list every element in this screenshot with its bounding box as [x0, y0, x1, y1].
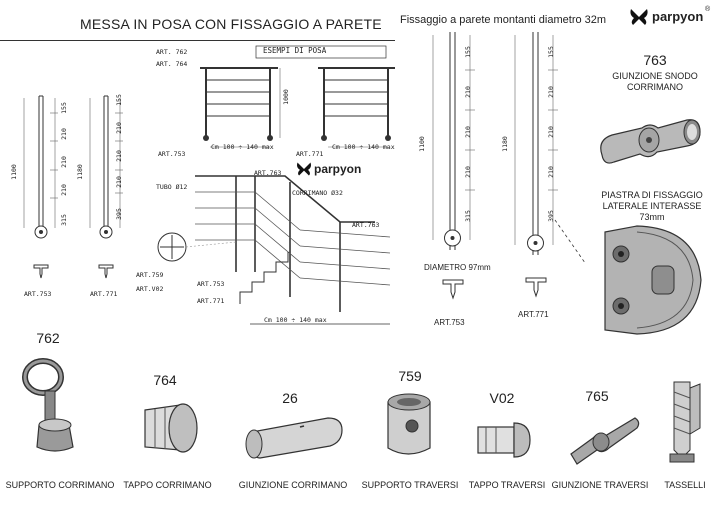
part-765-number: 765 [585, 388, 609, 404]
post-a-seg-2: 210 [59, 128, 68, 140]
part-762-number: 762 [36, 330, 60, 346]
post-a-seg-5: 315 [59, 214, 68, 226]
part-764-label: TAPPO CORRIMANO [123, 480, 212, 490]
post-b-seg-3: 210 [114, 150, 123, 162]
brand-logo: parpyon ® [628, 6, 718, 28]
post-b-seg-5: 395 [114, 208, 123, 220]
brand-name: parpyon [652, 9, 704, 24]
right-post-b-seg-5: 395 [546, 210, 555, 222]
right-post-b-height: 1180 [500, 136, 509, 152]
post-b-seg-4: 210 [114, 176, 123, 188]
diameter-label: DIAMETRO 97mm [424, 263, 491, 272]
butterfly-logo-icon [296, 162, 312, 176]
brand-name-center: parpyon [314, 162, 362, 176]
spacing-label-a: Cm 100 ÷ 140 max [211, 143, 274, 151]
brand-registered: ® [705, 6, 711, 13]
right-posts-drawing [432, 32, 585, 300]
right-post-b-seg-2: 210 [546, 86, 555, 98]
part-759-label: SUPPORTO TRAVERSI [361, 480, 459, 490]
part-759-number: 759 [398, 368, 422, 384]
right-post-a-article: ART.753 [434, 318, 465, 327]
installation-examples-drawing [157, 45, 395, 325]
right-post-a-seg-3: 210 [463, 126, 472, 138]
post-b-seg-2: 210 [114, 122, 123, 134]
page-title: MESSA IN POSA CON FISSAGGIO A PARETE [80, 16, 382, 32]
height-label-1000: 1000 [281, 89, 290, 105]
handrail-support-icon [22, 358, 74, 452]
examples-heading: ESEMPI DI POSA [263, 46, 327, 55]
right-post-a-seg-4: 210 [463, 166, 472, 178]
diagram-subtitle: Fissaggio a parete montanti diametro 32m [400, 14, 607, 26]
post-b-seg-1: 155 [114, 94, 123, 106]
part-762-label: SUPPORTO CORRIMANO [5, 480, 115, 490]
title-underline [0, 40, 395, 41]
part-26-number: 26 [282, 390, 298, 406]
post-a-height: 1100 [9, 164, 18, 180]
post-a-seg-4: 210 [59, 184, 68, 196]
pivot-joint-icon [600, 119, 701, 164]
side-plate-label: PIASTRA DI FISSAGGIO LATERALE INTERASSE … [601, 190, 703, 222]
stair-spacing-label: Cm 100 ÷ 140 max [264, 316, 327, 324]
label-art-762: ART. 762 [156, 48, 188, 56]
side-mount-plate-icon [604, 225, 702, 335]
label-tubo: TUBO Ø12 [156, 183, 188, 191]
part-763-number: 763 [643, 52, 667, 68]
label-art-763-right: ART.763 [352, 221, 380, 229]
part-v02-number: V02 [489, 390, 515, 406]
post-a-seg-3: 210 [59, 156, 68, 168]
right-post-a-height: 1100 [417, 136, 426, 152]
right-post-a-seg-2: 210 [463, 86, 472, 98]
right-post-a-seg-1: 155 [463, 46, 472, 58]
handrail-joint-icon [245, 417, 343, 459]
label-art-763-top: ART.763 [254, 169, 282, 177]
label-art-v02: ART.V02 [136, 285, 164, 293]
post-a-seg-1: 155 [59, 102, 68, 114]
label-art-771-stair: ART.771 [197, 297, 225, 305]
label-art-771: ART.771 [296, 150, 324, 158]
label-corrimano: CORRIMANO Ø32 [292, 189, 343, 197]
part-tasselli-label: TASSELLI [664, 480, 706, 490]
part-26-label: GIUNZIONE CORRIMANO [238, 480, 348, 490]
crossbar-joint-icon [570, 417, 640, 465]
crossbar-cap-icon [477, 422, 531, 458]
part-v02-label: TAPPO TRAVERSI [468, 480, 546, 490]
right-post-b-seg-4: 210 [546, 166, 555, 178]
right-post-b-seg-1: 155 [546, 46, 555, 58]
anchor-bolt-icon [669, 381, 701, 463]
part-765-label: GIUNZIONE TRAVERSI [551, 480, 649, 490]
label-art-759: ART.759 [136, 271, 164, 279]
handrail-cap-icon [144, 403, 198, 453]
label-art-764: ART. 764 [156, 60, 188, 68]
spacing-label-b: Cm 100 ÷ 140 max [332, 143, 395, 151]
right-post-a-seg-5: 315 [463, 210, 472, 222]
post-b-height: 1180 [75, 164, 84, 180]
right-post-b-seg-3: 210 [546, 126, 555, 138]
butterfly-logo-icon [630, 9, 648, 25]
left-posts-drawing [23, 95, 123, 279]
right-post-b-article: ART.771 [518, 310, 549, 319]
crossbar-support-icon [387, 393, 431, 455]
post-a-article: ART.753 [24, 290, 52, 298]
part-763-label: GIUNZIONE SNODO CORRIMANO [612, 71, 698, 92]
part-764-number: 764 [153, 372, 177, 388]
label-art-753-stair: ART.753 [197, 280, 225, 288]
post-b-article: ART.771 [90, 290, 118, 298]
label-art-753: ART.753 [158, 150, 186, 158]
